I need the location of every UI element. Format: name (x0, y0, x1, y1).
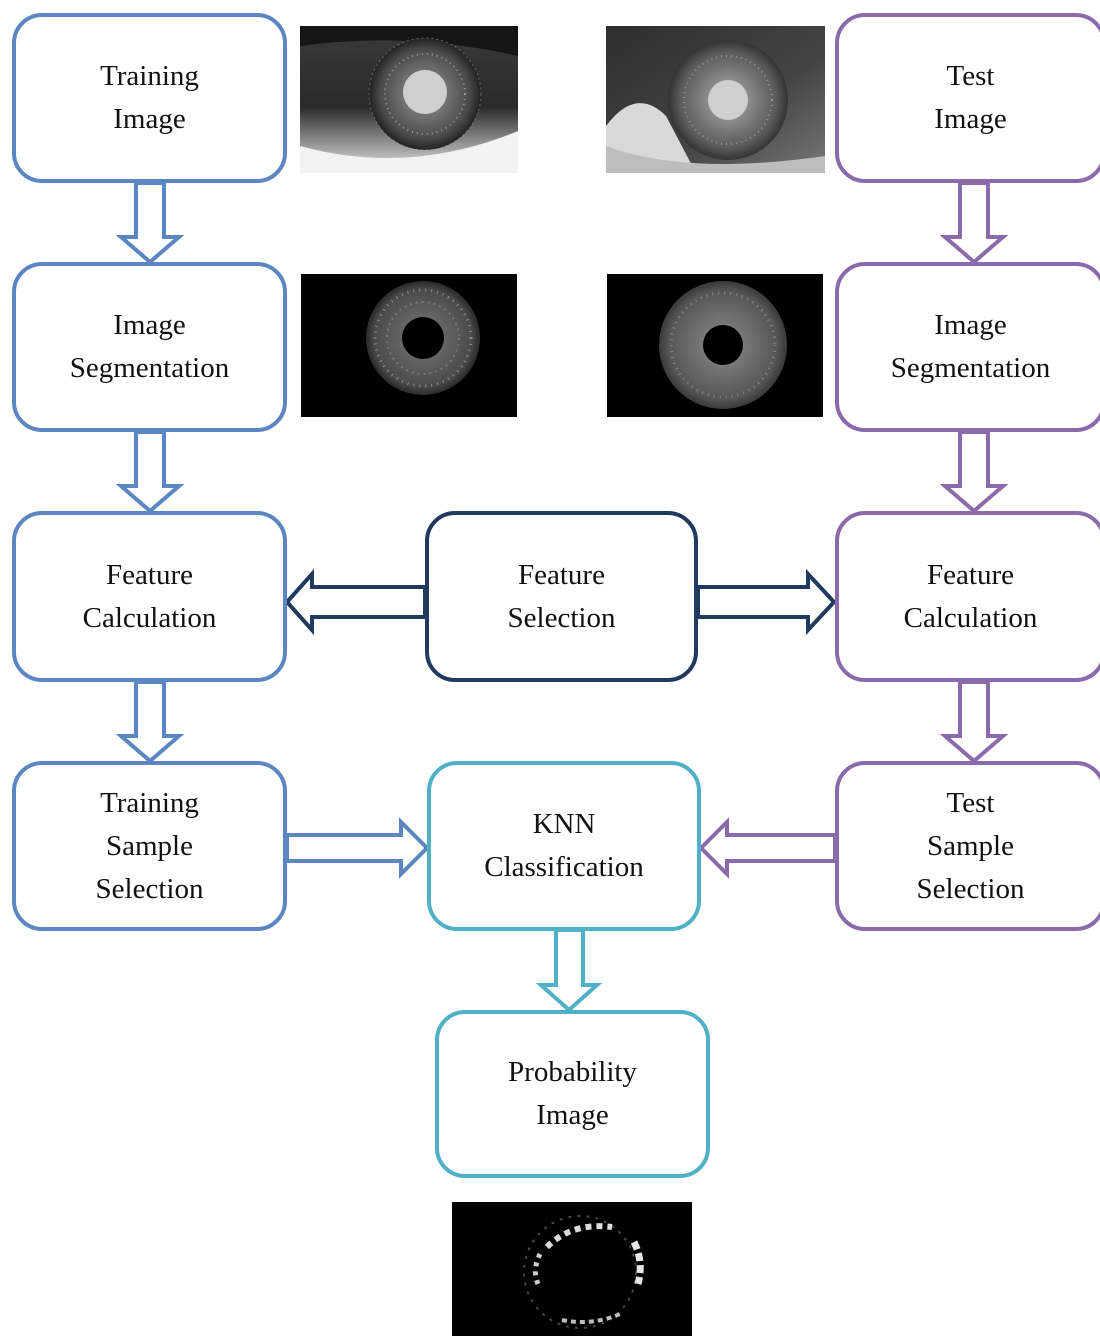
arrow-knn-to-probability (535, 928, 603, 1013)
train-segmentation-label: Image Segmentation (69, 309, 230, 384)
test-feature-calculation-label: Feature Calculation (903, 558, 1038, 634)
arrow-train-seg-to-feature (115, 430, 185, 514)
training-sample-selection-box: Training Sample Selection (12, 761, 287, 931)
arrow-selection-to-test-feature (696, 568, 837, 636)
test-sample-selection-box: Test Sample Selection (835, 761, 1100, 931)
knn-classification-box: KNN Classification (427, 761, 701, 931)
feature-selection-box: Feature Selection (425, 511, 698, 682)
train-feature-calculation-label: Feature Calculation (82, 558, 217, 634)
training-eye-photo (300, 26, 518, 173)
knn-classification-label: KNN Classification (484, 808, 644, 883)
arrow-train-sample-to-knn (285, 817, 430, 879)
test-segmentation-box: Image Segmentation (835, 262, 1100, 432)
arrow-selection-to-train-feature (284, 568, 427, 636)
arrow-train-feature-to-sample (115, 680, 185, 764)
training-segmented-iris (301, 274, 517, 417)
arrow-train-image-to-seg (115, 181, 185, 265)
train-segmentation-box: Image Segmentation (12, 262, 287, 432)
test-sample-selection-label: Test Sample Selection (916, 786, 1025, 905)
feature-selection-label: Feature Selection (507, 558, 616, 634)
train-feature-calculation-box: Feature Calculation (12, 511, 287, 682)
test-segmentation-label: Image Segmentation (890, 309, 1051, 384)
test-image-label: Test Image (934, 60, 1007, 135)
arrow-test-seg-to-feature (939, 430, 1009, 514)
test-segmented-iris (607, 274, 823, 417)
test-image-box: Test Image (835, 13, 1100, 183)
training-sample-selection-label: Training Sample Selection (95, 786, 204, 905)
probability-image-box: Probability Image (435, 1010, 710, 1178)
test-eye-photo (606, 26, 825, 173)
training-image-label: Training Image (100, 60, 199, 135)
arrow-test-sample-to-knn (698, 817, 837, 879)
probability-image-label: Probability Image (508, 1056, 637, 1131)
probability-map (452, 1202, 692, 1336)
arrow-test-feature-to-sample (939, 680, 1009, 764)
arrow-test-image-to-seg (939, 181, 1009, 265)
test-feature-calculation-box: Feature Calculation (835, 511, 1100, 682)
training-image-box: Training Image (12, 13, 287, 183)
